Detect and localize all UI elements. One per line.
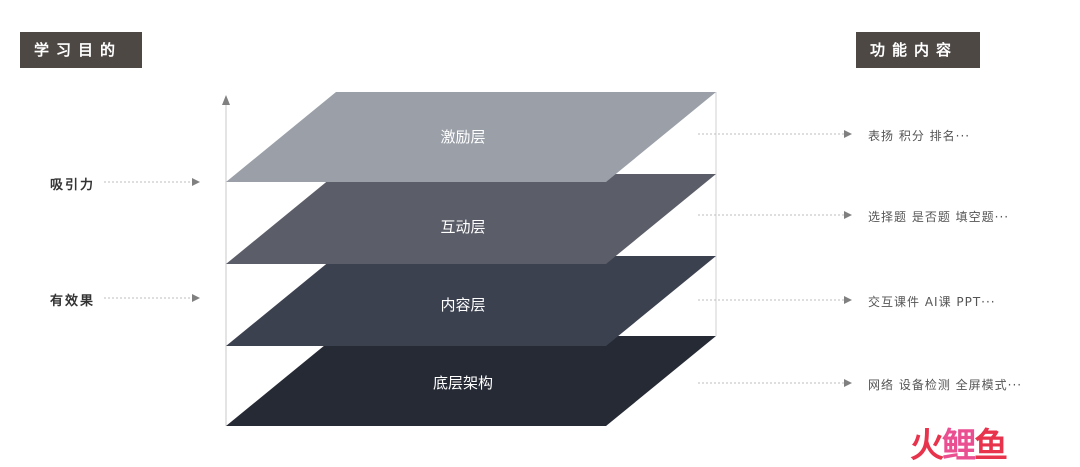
feature-4-text: 网络 设备检测 全屏模式··· [868, 378, 1023, 392]
brand-char-1: 火 [910, 426, 944, 466]
brand-char-3: 鱼 [974, 426, 1008, 466]
layer-3-name: 内容层 [440, 296, 485, 314]
purpose-attraction-label: 吸引力 [50, 178, 96, 193]
feature-4-arrow-icon [844, 379, 852, 387]
purpose-effectiveness-label: 有效果 [50, 294, 96, 309]
purpose-1-arrow-icon [192, 178, 200, 186]
layer-2-name: 互动层 [440, 218, 485, 236]
layer-3-plane [226, 256, 716, 346]
layer-4-plane [226, 336, 716, 426]
layer-1-name: 激励层 [440, 128, 485, 146]
purpose-2-arrow-icon [192, 294, 200, 302]
brand-logo: 火鲤鱼 [910, 418, 1008, 467]
feature-3-text: 交互课件 AI课 PPT··· [868, 295, 996, 309]
brand-char-2: 鲤 [942, 426, 976, 466]
axis-up-arrow-icon [222, 95, 230, 105]
feature-1-arrow-icon [844, 130, 852, 138]
layer-1-plane [226, 92, 716, 182]
feature-3-arrow-icon [844, 296, 852, 304]
feature-2-arrow-icon [844, 211, 852, 219]
feature-2-text: 选择题 是否题 填空题··· [868, 210, 1010, 224]
feature-1-text: 表扬 积分 排名··· [868, 129, 971, 143]
layer-2-plane [226, 174, 716, 264]
learning-purpose-header: 学习目的 [20, 32, 142, 68]
layer-4-name: 底层架构 [433, 374, 493, 392]
feature-content-header: 功能内容 [856, 32, 980, 68]
